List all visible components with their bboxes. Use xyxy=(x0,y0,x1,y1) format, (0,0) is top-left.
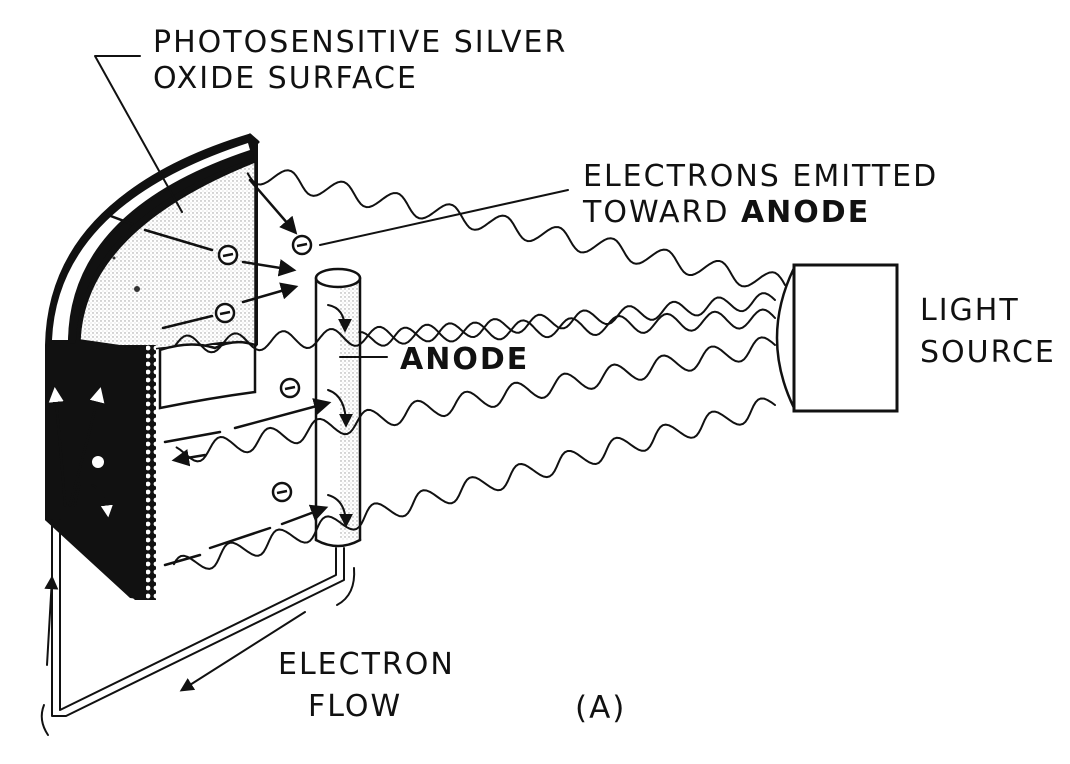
electron xyxy=(271,481,293,503)
light-ray xyxy=(358,292,776,347)
anode-label: ANODE xyxy=(400,342,529,377)
electron-minus-sign xyxy=(219,310,231,316)
surface-label-line1: PHOTOSENSITIVE SILVER xyxy=(153,25,567,60)
cathode-lower-panel xyxy=(158,340,257,410)
cathode-rim xyxy=(52,143,250,340)
electrons-label-line2: TOWARD ANODE xyxy=(582,195,870,230)
light-source-housing xyxy=(792,263,899,413)
electron-flow-arrows xyxy=(40,567,356,736)
electron-flow-label-line1: ELECTRON xyxy=(278,647,455,682)
light-source xyxy=(775,263,899,413)
anode-top xyxy=(314,267,362,289)
electron-minus-sign xyxy=(296,242,308,248)
light-source-label-line2: SOURCE xyxy=(920,335,1056,370)
electron xyxy=(217,244,239,266)
electron xyxy=(291,234,313,256)
electrons-label-line1: ELECTRONS EMITTED xyxy=(583,159,938,194)
cathode-front-edge xyxy=(146,345,156,600)
light-ray xyxy=(246,169,786,288)
light-source-lens xyxy=(775,266,796,410)
surface-label-line2: OXIDE SURFACE xyxy=(153,61,418,96)
electron-minus-sign xyxy=(276,489,288,495)
electron-minus-sign xyxy=(222,252,234,258)
electron-minus-sign xyxy=(284,385,296,391)
light-source-label-line1: LIGHT xyxy=(920,293,1020,328)
light-ray xyxy=(175,336,776,463)
electron-flow-label-line2: FLOW xyxy=(308,689,402,724)
electron xyxy=(279,377,301,399)
electrons-leader-line xyxy=(319,189,569,246)
light-ray xyxy=(173,397,776,570)
cathode-beaded-edge xyxy=(68,151,254,344)
surface-leader-line xyxy=(94,55,183,213)
light-rays xyxy=(173,169,786,570)
photosensitive-cathode xyxy=(45,133,260,600)
light-ray xyxy=(174,308,776,354)
electrons xyxy=(214,234,313,503)
emission-arrows xyxy=(106,178,332,567)
panel-label: (A) xyxy=(575,690,626,726)
electron xyxy=(214,302,236,324)
